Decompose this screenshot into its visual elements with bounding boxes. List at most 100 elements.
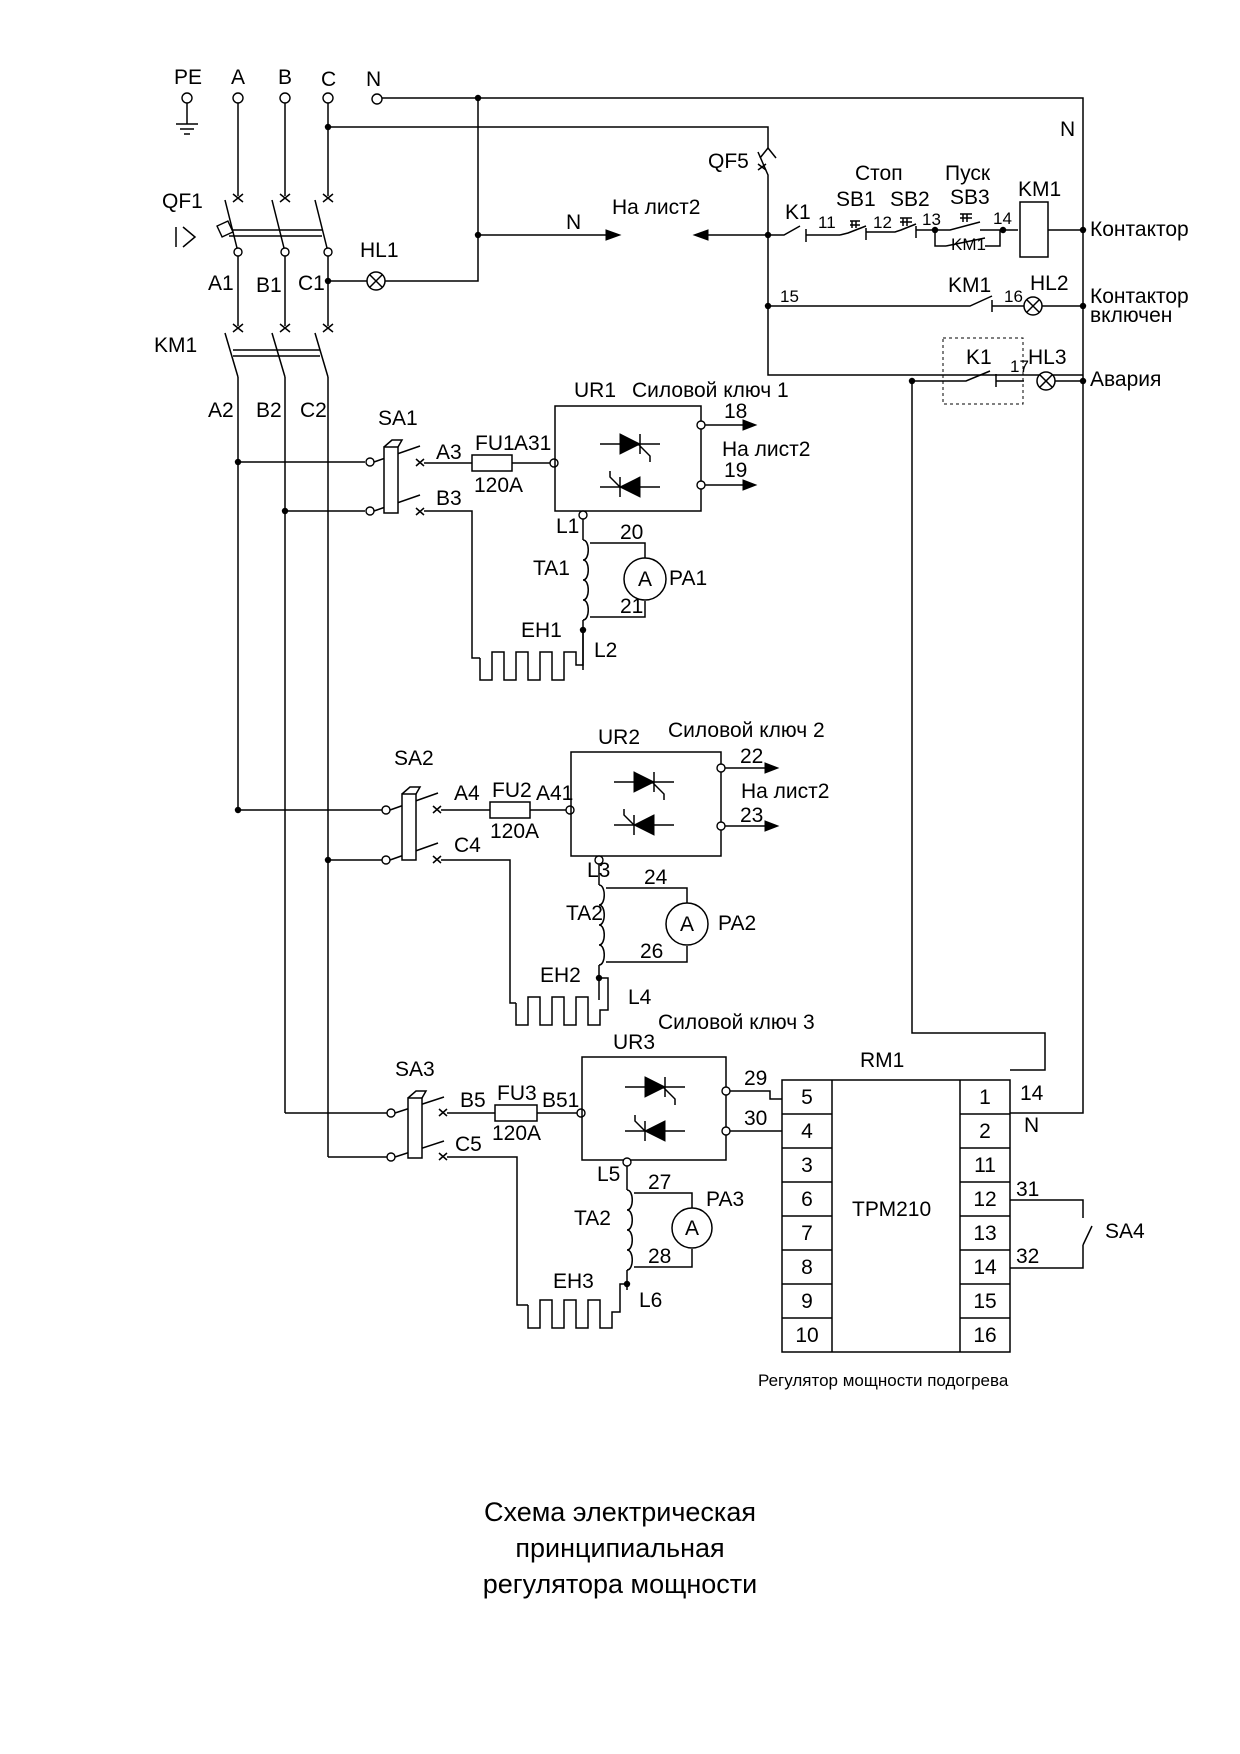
thyristor-icon (614, 771, 674, 836)
ammeter-pa3-symbol: A (685, 1217, 699, 1240)
rm1-pin-right-16: 16 (973, 1324, 996, 1347)
label-n26: 26 (640, 940, 663, 963)
label-n14: 14 (993, 209, 1012, 228)
lamp-hl1-icon (369, 274, 383, 288)
regulator-caption: Регулятор мощности подогрева (758, 1371, 1009, 1390)
label-pa2: PA2 (718, 912, 756, 935)
qf1-linkage (229, 229, 322, 237)
label-n21: 21 (620, 595, 643, 618)
label-l1: L1 (556, 515, 579, 538)
breaker-qf1: QF1 A1 B1 C1 (162, 103, 334, 297)
wire-14-to-rm1 (911, 381, 1046, 1071)
title-line-3: регулятора мощности (483, 1569, 757, 1599)
rm1-pin-left-4: 4 (801, 1120, 813, 1143)
rm1-pin-right-15: 15 (973, 1290, 996, 1313)
rm1-pin-left-7: 7 (801, 1222, 813, 1245)
label-n19: 19 (724, 459, 747, 482)
k1-fault-contact (912, 370, 1024, 387)
label-sa2: SA2 (394, 747, 434, 770)
label-ur2: UR2 (598, 726, 640, 749)
lamp-hl1: HL1 (324, 239, 400, 291)
label-a31: A31 (514, 432, 551, 455)
label-eh1: EH1 (521, 619, 562, 642)
label-c1: C1 (298, 272, 325, 295)
wire-n-bus (382, 97, 1084, 1114)
label-sa3: SA3 (395, 1058, 435, 1081)
qf5-contact (757, 151, 769, 235)
ground-icon (176, 103, 198, 135)
label-fu2: FU2 (492, 779, 532, 802)
terminal-b (279, 92, 291, 104)
rm1-pin-right-1: 1 (979, 1086, 991, 1109)
label-ta1: TA1 (533, 557, 570, 580)
label-n-top: N (366, 68, 381, 91)
label-b1: B1 (256, 274, 282, 297)
label-n22: 22 (740, 745, 763, 768)
label-k1: K1 (785, 201, 811, 224)
title-line-1: Схема электрическая (484, 1497, 756, 1527)
label-k1-fault: K1 (966, 346, 992, 369)
label-hl2: HL2 (1030, 272, 1069, 295)
label-kontaktor-on-1: Контактор (1090, 285, 1189, 308)
k1-contact (768, 225, 840, 242)
fuse-fu3 (494, 1104, 538, 1122)
thyristor-icon (625, 1076, 685, 1142)
sb2-button (876, 223, 928, 238)
label-avaria: Авария (1090, 368, 1161, 391)
wire-ur3-to-rm1 (730, 1090, 782, 1132)
label-key3: Силовой ключ 3 (658, 1011, 815, 1034)
label-n29: 29 (744, 1067, 767, 1090)
label-sb2: SB2 (890, 188, 930, 211)
rm1-pin-right-11: 11 (974, 1154, 996, 1177)
label-l4: L4 (628, 986, 652, 1009)
label-km1-hold: KM1 (951, 235, 986, 254)
overcurrent-icon (175, 226, 197, 248)
label-l5: L5 (597, 1163, 620, 1186)
sb1-button (839, 225, 876, 240)
ammeter-pa3 (671, 1207, 713, 1249)
label-sa4: SA4 (1105, 1220, 1145, 1243)
label-c: C (321, 68, 336, 91)
label-ta2: TA2 (566, 902, 603, 925)
label-na-list2-top: На лист2 (612, 196, 700, 219)
ur3-power-key (581, 1056, 727, 1161)
label-rm-14: 14 (1020, 1082, 1044, 1105)
heater-eh3 (527, 1283, 627, 1329)
lamp-hl3-icon (1039, 374, 1053, 388)
label-b: B (278, 66, 292, 89)
diagram-title: Схема электрическая принципиальная регул… (483, 1497, 757, 1599)
label-trm: ТРМ210 (852, 1198, 931, 1221)
label-key2: Силовой ключ 2 (668, 719, 825, 742)
terminal-a (232, 92, 244, 104)
qf1-blades (224, 199, 329, 253)
label-b51: B51 (542, 1089, 579, 1112)
rm1-pin-right-13: 13 (973, 1222, 996, 1245)
label-b3: B3 (436, 487, 462, 510)
label-a3: A3 (436, 441, 462, 464)
label-stop: Стоп (855, 162, 903, 185)
label-n11: 11 (818, 213, 836, 232)
label-fu3: FU3 (497, 1082, 537, 1105)
label-n-right: N (1060, 118, 1075, 141)
label-n32: 32 (1016, 1245, 1039, 1268)
label-n12: 12 (873, 213, 892, 232)
branch-3: SA3 B5 C5 FU3 B51 120A UR3 Силовой ключ … (285, 1011, 815, 1329)
wire-c-to-qf5 (328, 126, 769, 148)
label-eh3: EH3 (553, 1270, 594, 1293)
title-line-2: принципиальная (515, 1533, 724, 1563)
label-qf5: QF5 (708, 150, 749, 173)
label-km1-main: KM1 (154, 334, 197, 357)
terminal-pe (181, 92, 193, 104)
label-amp2: 120A (490, 820, 539, 843)
label-sb3: SB3 (950, 186, 990, 209)
arrow-right-icon (605, 229, 622, 241)
sb3-button (928, 221, 1001, 247)
ta1-coil (582, 539, 589, 621)
label-a1: A1 (208, 272, 234, 295)
label-fu1: FU1 (475, 432, 515, 455)
label-n18: 18 (724, 400, 747, 423)
label-qf1: QF1 (162, 190, 203, 213)
label-hl1: HL1 (360, 239, 399, 262)
